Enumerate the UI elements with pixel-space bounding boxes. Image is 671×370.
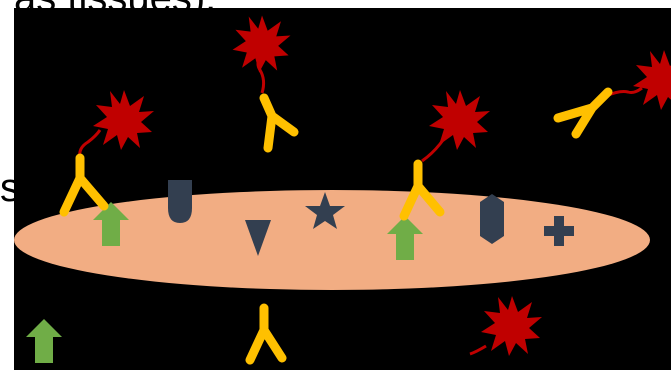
labeled-antibody [558,50,671,134]
labeled-antibody [64,90,154,212]
antibody-binding-diagram [14,8,671,370]
unlabeled-antibody [250,308,282,360]
free-target-antigen-arrow-icon [26,319,62,363]
free-fluorophore [470,296,542,356]
hexagon-icon [480,194,504,244]
labeled-antibody [233,15,294,148]
shield-icon [168,180,192,223]
